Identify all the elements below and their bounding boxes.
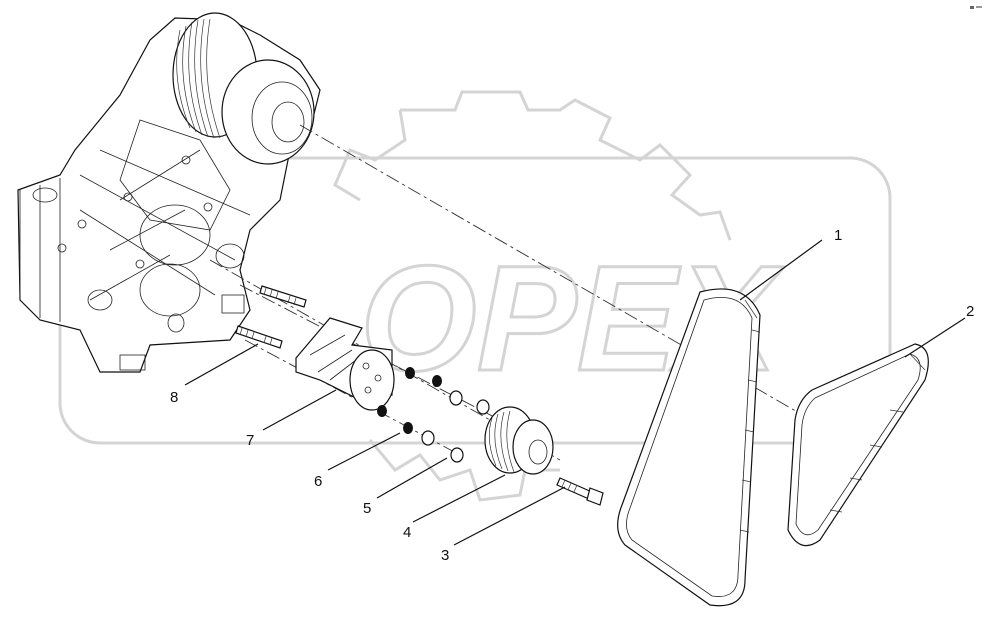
watermark-gear-bottom [368, 439, 560, 502]
leader-lines [184, 239, 966, 546]
part-7-bracket [295, 317, 395, 411]
part-4-idler-pulley [484, 406, 554, 475]
part-3-bolt [556, 477, 604, 506]
part-8-studs [235, 285, 307, 349]
callout-8: 8 [170, 389, 178, 406]
callout-2: 2 [966, 303, 974, 320]
part-5-nuts [421, 390, 490, 463]
callout-3: 3 [441, 547, 449, 564]
corner-mark-icon [970, 6, 982, 9]
callout-4: 4 [403, 524, 411, 541]
part-1-long-belt [617, 288, 761, 607]
callout-7: 7 [246, 432, 254, 449]
watermark-gear [333, 90, 732, 241]
callout-5: 5 [363, 500, 371, 517]
crankshaft-pulley [172, 12, 315, 165]
part-6-washers [377, 367, 442, 434]
part-2-short-belt [787, 343, 929, 547]
callout-6: 6 [314, 473, 322, 490]
callout-1: 1 [834, 227, 842, 244]
callout-labels: 1 2 3 4 5 6 7 8 [170, 227, 974, 564]
